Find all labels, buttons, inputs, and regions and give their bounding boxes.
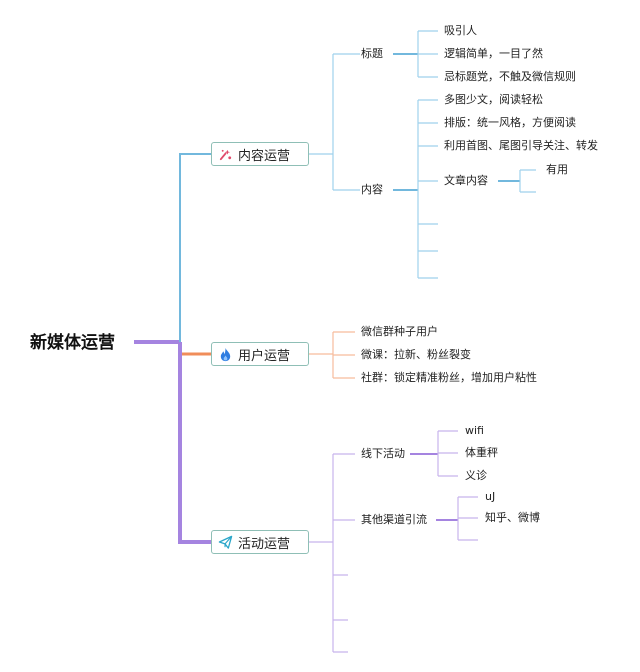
root-topic[interactable]: 新媒体运营 bbox=[30, 333, 115, 353]
offline-bracket bbox=[437, 430, 458, 477]
user-item[interactable]: 微信群种子用户 bbox=[361, 325, 438, 338]
paper-plane-icon bbox=[218, 535, 233, 550]
trunk-to-content bbox=[179, 153, 211, 342]
article-bracket bbox=[519, 169, 536, 193]
offline-item[interactable]: 义诊 bbox=[465, 469, 487, 482]
branch-user[interactable]: 用户运营 bbox=[211, 342, 309, 366]
channels-item[interactable]: uJ bbox=[485, 490, 496, 503]
user-bracket bbox=[309, 331, 355, 379]
user-item[interactable]: 微课：拉新、粉丝裂变 bbox=[361, 348, 471, 361]
node-article[interactable]: 文章内容 bbox=[444, 174, 488, 187]
branch-content[interactable]: 内容运营 bbox=[211, 142, 309, 166]
node-offline[interactable]: 线下活动 bbox=[361, 447, 405, 460]
title-bracket bbox=[417, 30, 438, 78]
branch-user-label: 用户运营 bbox=[238, 348, 291, 364]
activity-bracket bbox=[309, 453, 355, 653]
channels-item[interactable]: 知乎、微博 bbox=[485, 511, 540, 524]
user-item[interactable]: 社群：锁定精准粉丝，增加用户粘性 bbox=[361, 371, 537, 384]
channels-bracket bbox=[457, 496, 478, 541]
body-item[interactable]: 排版：统一风格，方便阅读 bbox=[444, 116, 576, 129]
body-item[interactable]: 利用首图、尾图引导关注、转发 bbox=[444, 139, 598, 152]
branch-content-label: 内容运营 bbox=[238, 148, 291, 164]
branch-activity[interactable]: 活动运营 bbox=[211, 530, 309, 554]
node-body[interactable]: 内容 bbox=[361, 183, 383, 196]
offline-item[interactable]: 体重秤 bbox=[465, 446, 498, 459]
body-item[interactable]: 多图少文，阅读轻松 bbox=[444, 93, 543, 106]
body-bracket bbox=[417, 99, 438, 279]
trunk-to-activity bbox=[178, 342, 211, 544]
offline-item[interactable]: wifi bbox=[465, 424, 484, 437]
content-bracket bbox=[309, 53, 360, 191]
sparkle-icon bbox=[218, 147, 233, 162]
node-title[interactable]: 标题 bbox=[361, 47, 383, 60]
title-item[interactable]: 吸引人 bbox=[444, 24, 477, 37]
flame-icon bbox=[218, 347, 233, 362]
title-item[interactable]: 逻辑简单，一目了然 bbox=[444, 47, 543, 60]
article-item[interactable]: 有用 bbox=[546, 163, 568, 176]
title-item[interactable]: 忌标题党，不触及微信规则 bbox=[444, 70, 576, 83]
branch-activity-label: 活动运营 bbox=[238, 536, 291, 552]
node-channels[interactable]: 其他渠道引流 bbox=[361, 513, 427, 526]
